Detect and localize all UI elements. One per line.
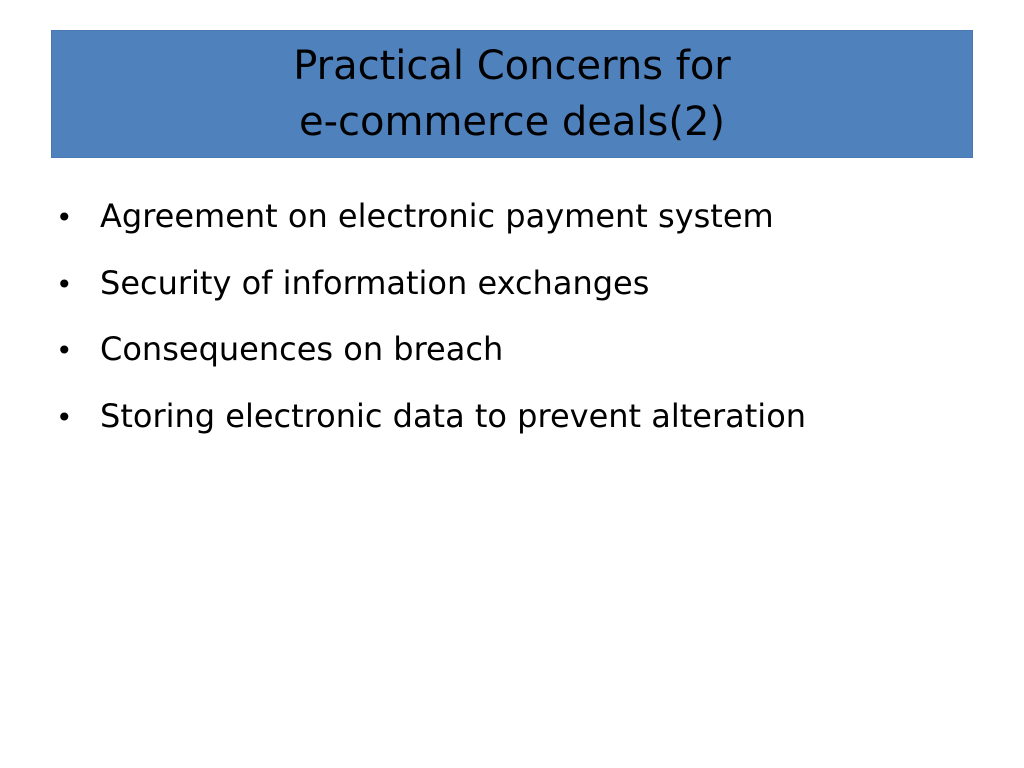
bullet-item-2: • Security of information exchanges: [56, 251, 986, 318]
bullet-text: Storing electronic data to prevent alter…: [100, 396, 807, 435]
title-banner: Practical Concerns for e-commerce deals(…: [51, 30, 973, 158]
bullet-text: Consequences on breach: [100, 330, 504, 368]
bullet-text: Agreement on electronic payment system: [100, 197, 774, 235]
bullet-text: Security of information exchanges: [100, 263, 650, 302]
bullet-list: • Agreement on electronic payment system…: [56, 184, 986, 450]
bullet-icon: •: [56, 400, 73, 434]
bullet-icon: •: [56, 201, 73, 234]
bullet-icon: •: [56, 267, 73, 301]
bullet-item-1: • Agreement on electronic payment system: [56, 184, 986, 251]
bullet-icon: •: [56, 334, 73, 367]
title-line-1: Practical Concerns for: [293, 43, 731, 89]
bullet-item-4: • Storing electronic data to prevent alt…: [56, 384, 986, 451]
bullet-item-3: • Consequences on breach: [56, 317, 986, 384]
title-line-2: e-commerce deals(2): [298, 99, 726, 145]
